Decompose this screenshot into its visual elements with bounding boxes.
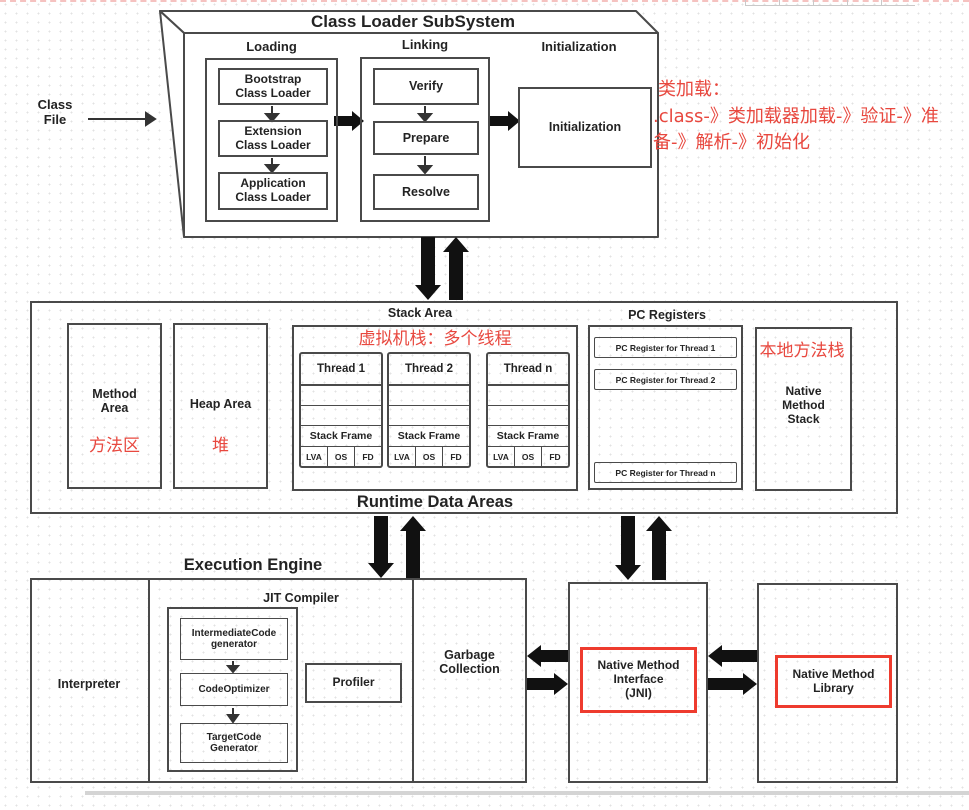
- annotation-classload-flow: .class-》类加载器加载-》验证-》准备-》解析-》初始化: [653, 106, 939, 154]
- annotation-vm-stack: 虚拟机栈：多个线程: [358, 329, 512, 349]
- thread-2-stack-frame: Stack Frame: [389, 426, 469, 447]
- engine-to-runtime-up-arrow: [400, 516, 426, 578]
- native-method-stack-label: Native Method Stack: [782, 384, 825, 426]
- linking-box: [360, 57, 490, 222]
- bottom-gray-line: [85, 791, 969, 795]
- pc-registers-header: PC Registers: [628, 308, 706, 322]
- os-cell: OS: [416, 447, 443, 466]
- profiler-box: Profiler: [305, 663, 402, 703]
- runtime-to-classloader-up-arrow: [443, 237, 469, 300]
- annotation-method-area: 方法区: [89, 436, 140, 456]
- annotation-native-stack: 本地方法栈: [759, 341, 845, 361]
- fd-cell: FD: [362, 451, 374, 462]
- intermediate-code-generator-box: IntermediateCode generator: [180, 618, 288, 660]
- loading-box: [205, 58, 338, 222]
- thread-1-row: [301, 406, 381, 426]
- annotation-heap: 堆: [212, 436, 229, 456]
- interpreter-label: Interpreter: [57, 677, 121, 691]
- gc-to-jni-right-arrow: [527, 673, 568, 695]
- native-method-stack-box: [755, 327, 852, 491]
- class-file-label: Class File: [37, 97, 73, 127]
- bootstrap-classloader-box: Bootstrap Class Loader: [218, 68, 328, 105]
- nml-red-box: Native Method Library: [775, 655, 892, 708]
- jni-to-nml-right-arrow: [708, 673, 757, 695]
- native-method-interface-box: [568, 582, 708, 783]
- runtime-to-jni-down-arrow: [615, 516, 641, 580]
- method-area-label: Method Area: [92, 387, 137, 416]
- lva-cell: LVA: [301, 447, 328, 466]
- thread-2-column: Thread 2 Stack Frame LVA OS FD: [387, 352, 471, 468]
- top-right-grid-artifact: [745, 0, 915, 6]
- loading-header: Loading: [246, 39, 297, 54]
- thread-n-stack-frame: Stack Frame: [488, 426, 568, 447]
- fd-cell: FD: [549, 451, 561, 462]
- application-classloader-box: Application Class Loader: [218, 172, 328, 210]
- thread-2-row: [389, 406, 469, 426]
- execution-engine-box: [30, 578, 527, 783]
- native-method-library-box: [757, 583, 898, 783]
- thread-n-header: Thread n: [488, 354, 568, 386]
- jit-compiler-label: JIT Compiler: [263, 591, 339, 605]
- thread-1-column: Thread 1 Stack Frame LVA OS FD: [299, 352, 383, 468]
- thread-n-column: Thread n Stack Frame LVA OS FD: [486, 352, 570, 468]
- thread-1-stack-frame: Stack Frame: [301, 426, 381, 447]
- resolve-box: Resolve: [373, 174, 479, 210]
- thread-1-cells: LVA OS FD: [301, 447, 381, 466]
- heap-area-box: [173, 323, 268, 489]
- stack-area-box: [292, 325, 578, 491]
- jit-compiler-box: [167, 607, 298, 772]
- linking-header: Linking: [401, 37, 449, 52]
- lva-cell: LVA: [389, 447, 416, 466]
- thread-1-header: Thread 1: [301, 354, 381, 386]
- loading-to-linking-arrow: [334, 111, 364, 131]
- heap-area-label: Heap Area: [189, 397, 252, 411]
- classfile-arrowhead: [145, 111, 157, 127]
- pc-register-thread2: PC Register for Thread 2: [594, 369, 737, 390]
- method-area-box: [67, 323, 162, 489]
- runtime-data-areas-box: [30, 301, 898, 514]
- thread-2-cells: LVA OS FD: [389, 447, 469, 466]
- initialization-box: Initialization: [518, 87, 652, 168]
- target-code-generator-box: TargetCode Generator: [180, 723, 288, 763]
- nml-to-jni-left-arrow: [708, 645, 757, 667]
- stack-area-header: Stack Area: [387, 306, 453, 320]
- pc-registers-box: [588, 325, 743, 490]
- thin-arrows: [88, 106, 434, 724]
- pc-register-threadn: PC Register for Thread n: [594, 462, 737, 483]
- thread-2-header: Thread 2: [389, 354, 469, 386]
- lva-cell: LVA: [488, 447, 515, 466]
- garbage-divider: [412, 578, 414, 783]
- verify-box: Verify: [373, 68, 479, 105]
- runtime-data-areas-title: Runtime Data Areas: [356, 493, 514, 511]
- thread-2-row: [389, 386, 469, 406]
- fd-cell: FD: [450, 451, 462, 462]
- thread-n-cells: LVA OS FD: [488, 447, 568, 466]
- annotation-classload-title: 类加载：: [658, 79, 730, 100]
- pc-register-thread1: PC Register for Thread 1: [594, 337, 737, 358]
- interpreter-divider: [148, 578, 150, 783]
- thread-n-row: [488, 386, 568, 406]
- jni-red-box: Native Method Interface (JNI): [580, 647, 697, 713]
- thread-1-row: [301, 386, 381, 406]
- thread-n-row: [488, 406, 568, 426]
- initialization-header: Initialization: [541, 39, 617, 54]
- classloader-title: Class Loader SubSystem: [310, 12, 516, 31]
- classloader-3d-box: [159, 10, 659, 238]
- runtime-to-engine-down-arrow: [368, 516, 394, 578]
- extension-classloader-box: Extension Class Loader: [218, 120, 328, 157]
- os-cell: OS: [515, 447, 542, 466]
- jni-to-gc-left-arrow: [527, 645, 568, 667]
- code-optimizer-box: CodeOptimizer: [180, 673, 288, 706]
- prepare-box: Prepare: [373, 121, 479, 155]
- block-arrows: [334, 111, 757, 695]
- classloader-to-runtime-down-arrow: [415, 237, 441, 300]
- top-red-dashed-line: [0, 0, 969, 2]
- execution-engine-title: Execution Engine: [183, 556, 323, 574]
- linking-to-init-arrow: [488, 111, 520, 131]
- jni-to-runtime-up-arrow: [646, 516, 672, 580]
- os-cell: OS: [328, 447, 355, 466]
- garbage-collection-label: Garbage Collection: [439, 648, 500, 677]
